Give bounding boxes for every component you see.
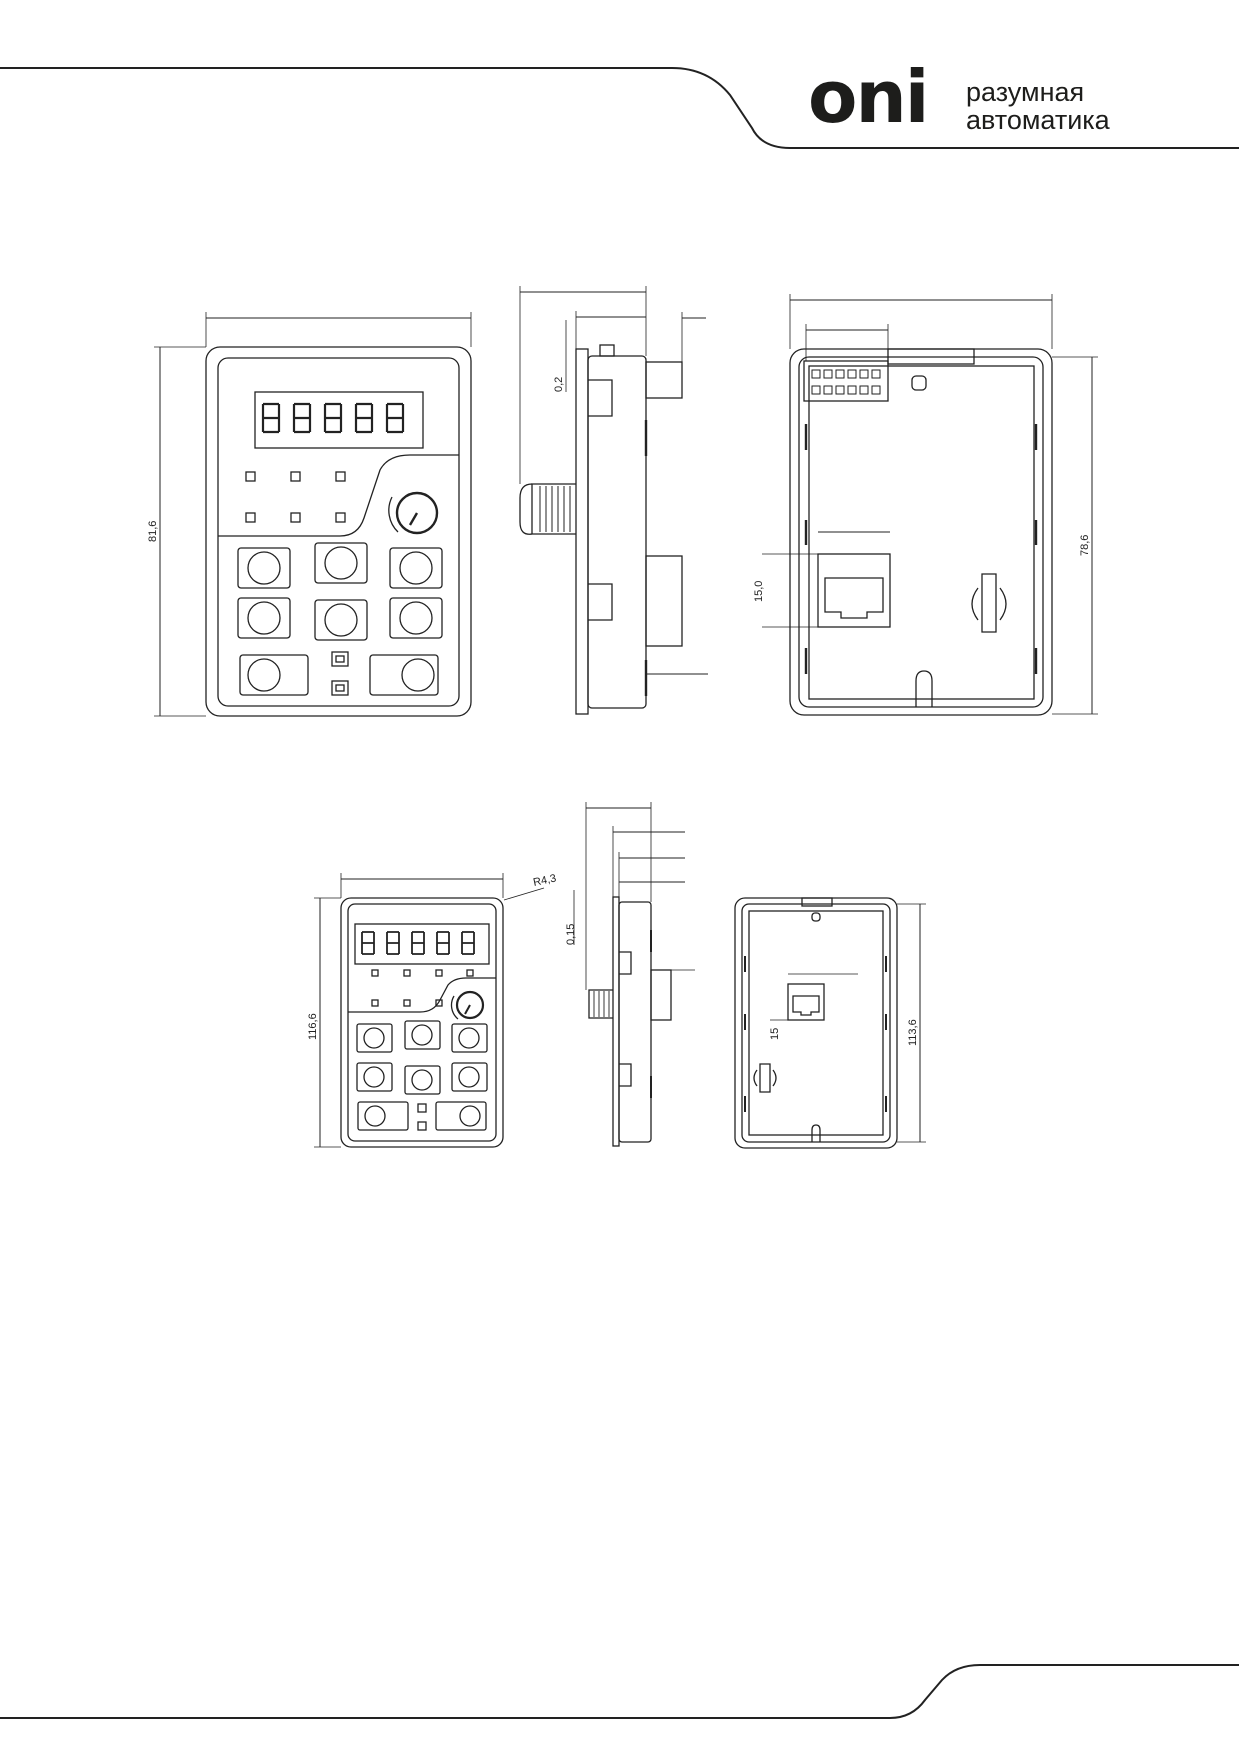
- brand-tagline-line2: автоматика: [966, 105, 1110, 135]
- header-rule: [0, 67, 1239, 149]
- large-side-offset-label: 0,2: [553, 377, 565, 392]
- small-rear-port-label: 15: [769, 1028, 781, 1040]
- large-front-height-label: 81,6: [147, 521, 159, 542]
- led-indicator: [245, 471, 256, 482]
- large-rj45-port: [817, 553, 891, 628]
- brand-logo: oni разумная автоматика: [808, 60, 1138, 140]
- small-front-view: [314, 873, 545, 1148]
- large-potentiometer-knob: [395, 491, 439, 535]
- small-potentiometer-knob: [455, 990, 485, 1020]
- large-rear-port-label: 15,0: [753, 581, 765, 602]
- small-front-height-label: 116,6: [307, 1013, 319, 1040]
- large-rear-view: [762, 294, 1098, 716]
- small-side-view: [573, 802, 695, 1147]
- small-keypad: [356, 1020, 488, 1131]
- small-rj45-port: [787, 983, 825, 1021]
- led-indicator: [335, 512, 346, 523]
- small-seven-segment-display: [361, 931, 475, 955]
- small-side-offset-label: 0,15: [565, 924, 577, 945]
- footer-rule: [0, 1664, 1239, 1719]
- large-keypad: [237, 542, 443, 696]
- large-side-view: [519, 286, 708, 715]
- led-indicator: [290, 512, 301, 523]
- large-seven-segment-display: [261, 402, 405, 434]
- brand-name: oni: [808, 55, 929, 139]
- pin-header: [811, 369, 881, 395]
- brand-tagline: разумная автоматика: [966, 78, 1110, 134]
- led-indicator: [245, 512, 256, 523]
- small-rear-height-label: 113,6: [907, 1019, 919, 1046]
- led-indicator: [290, 471, 301, 482]
- large-rear-height-label: 78,6: [1079, 535, 1091, 556]
- brand-tagline-line1: разумная: [966, 77, 1085, 107]
- small-radius-label: R4,3: [532, 872, 557, 889]
- large-front-view: [154, 312, 472, 717]
- small-rear-view: [734, 897, 926, 1149]
- led-indicator: [335, 471, 346, 482]
